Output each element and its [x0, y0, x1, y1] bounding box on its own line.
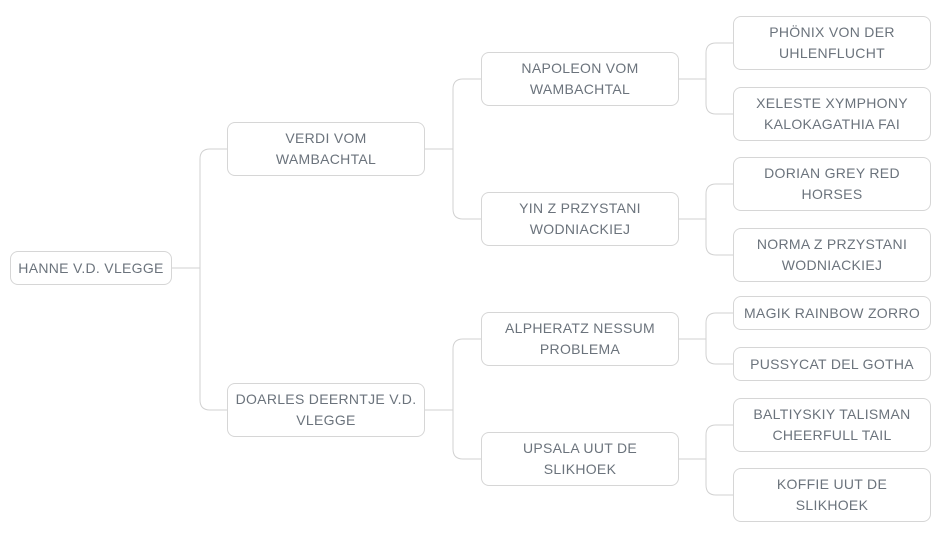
node-label-line: KALOKAGATHIA FAI [763, 116, 901, 132]
node-label-line: ALPHERATZ NESSUM [504, 320, 655, 336]
tree-node-baltiyskiy-talisman-cheerfull-tail[interactable]: BALTIYSKIY TALISMAN CHEERFULL TAIL [733, 398, 931, 452]
node-label-line: YIN Z PRZYSTANI [519, 200, 641, 216]
node-label-line: PHÖNIX VON DER [769, 24, 895, 40]
tree-node-verdi-vom-wambachtal[interactable]: VERDI VOM WAMBACHTAL [227, 122, 425, 176]
node-label-line: PUSSYCAT DEL GOTHA [750, 355, 914, 372]
node-label-line: BALTIYSKIY TALISMAN [753, 406, 911, 422]
tree-node-dorian-grey-red-horses[interactable]: DORIAN GREY RED HORSES [733, 157, 931, 211]
node-label-line: VERDI VOM [285, 130, 367, 146]
node-label-line: WAMBACHTAL [529, 81, 631, 97]
node-label-line: KOFFIE UUT DE [776, 476, 888, 492]
node-label-line: NAPOLEON VOM [521, 60, 639, 76]
tree-node-yin-z-przystani-wodniackiej[interactable]: YIN Z PRZYSTANI WODNIACKIEJ [481, 192, 679, 246]
node-label-line: DOARLES DEERNTJE V.D. [235, 391, 417, 407]
node-label-line: SLIKHOEK [543, 461, 617, 477]
node-label-line: PROBLEMA [539, 341, 621, 357]
tree-node-upsala-uut-de-slikhoek[interactable]: UPSALA UUT DE SLIKHOEK [481, 432, 679, 486]
node-label-line: WODNIACKIEJ [529, 221, 631, 237]
node-label-line: CHEERFULL TAIL [772, 427, 892, 443]
tree-node-doarles-deerntje-vd-vlegge[interactable]: DOARLES DEERNTJE V.D. VLEGGE [227, 383, 425, 437]
tree-node-alpheratz-nessum-problema[interactable]: ALPHERATZ NESSUM PROBLEMA [481, 312, 679, 366]
node-label-line: WAMBACHTAL [275, 151, 377, 167]
node-label-line: VLEGGE [296, 412, 356, 428]
tree-node-pussycat-del-gotha[interactable]: PUSSYCAT DEL GOTHA [733, 347, 931, 381]
node-label-line: HORSES [801, 186, 863, 202]
node-label-line: UHLENFLUCHT [779, 45, 885, 61]
tree-node-magik-rainbow-zorro[interactable]: MAGIK RAINBOW ZORRO [733, 296, 931, 330]
tree-node-xeleste-xymphony-kalokagathia-fai[interactable]: XELESTE XYMPHONY KALOKAGATHIA FAI [733, 87, 931, 141]
connector-path [172, 42, 733, 496]
node-label-line: MAGIK RAINBOW ZORRO [743, 304, 921, 321]
node-label-line: UPSALA UUT DE [522, 440, 638, 456]
node-label-line: DORIAN GREY RED [764, 165, 900, 181]
tree-node-hanne-vd-vlegge[interactable]: HANNE V.D. VLEGGE [10, 251, 172, 285]
node-label-line: NORMA Z PRZYSTANI [756, 236, 908, 252]
node-label-line: SLIKHOEK [795, 497, 869, 513]
tree-node-napoleon-vom-wambachtal[interactable]: NAPOLEON VOM WAMBACHTAL [481, 52, 679, 106]
node-label-line: WODNIACKIEJ [781, 257, 883, 273]
tree-node-norma-z-przystani-wodniackiej[interactable]: NORMA Z PRZYSTANI WODNIACKIEJ [733, 228, 931, 282]
node-label-line: XELESTE XYMPHONY [756, 95, 908, 111]
tree-node-phonix-von-der-uhlenflucht[interactable]: PHÖNIX VON DER UHLENFLUCHT [733, 16, 931, 70]
node-label-line: HANNE V.D. VLEGGE [18, 259, 164, 276]
tree-node-koffie-uut-de-slikhoek[interactable]: KOFFIE UUT DE SLIKHOEK [733, 468, 931, 522]
